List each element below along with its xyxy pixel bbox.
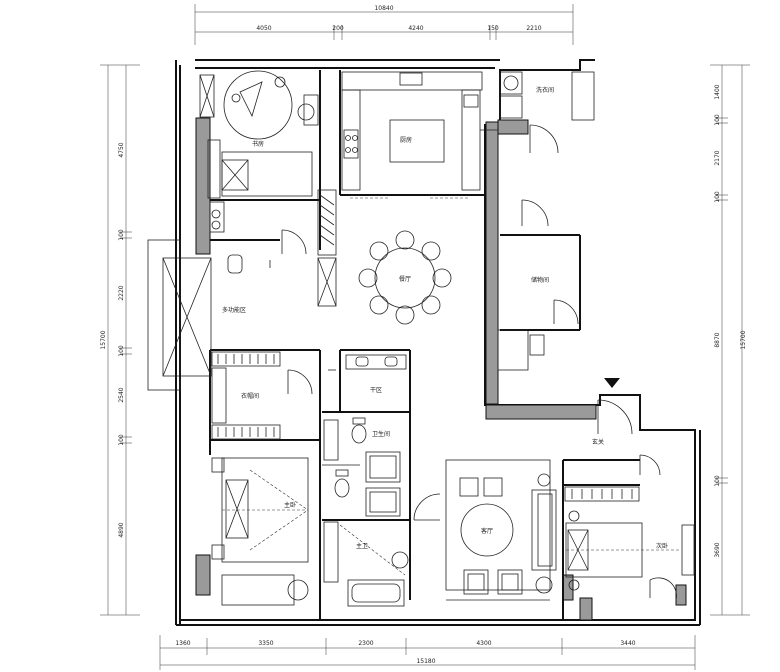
room-label-living: 客厅	[481, 527, 493, 535]
bedroom-2: 次卧	[564, 486, 695, 601]
multi-function: 多功能区	[222, 229, 307, 314]
dim-bottom-5: 3440	[620, 640, 635, 647]
master-bathroom: 主卫	[323, 521, 409, 607]
dim-left-total: 15700	[100, 330, 107, 349]
room-label-storage: 储物间	[531, 276, 549, 284]
entry: 玄关	[592, 378, 661, 476]
dim-top-1: 4050	[256, 25, 271, 32]
dim-right-3: 2170	[714, 150, 721, 165]
dim-bottom-4: 4300	[476, 640, 491, 647]
dimension-lines	[100, 4, 750, 670]
dining: 餐厅	[358, 230, 452, 325]
dim-left-4: 100	[118, 345, 125, 357]
room-label-powder: 干区	[370, 387, 382, 394]
room-label-dining: 餐厅	[399, 275, 411, 283]
window-bay-left	[147, 74, 215, 391]
dim-right-5: 8870	[714, 332, 721, 347]
room-label-kitchen: 厨房	[400, 136, 412, 144]
bathroom-1: 卫生间	[322, 417, 401, 517]
dim-bottom-1: 1360	[175, 640, 190, 647]
door-swings	[350, 129, 498, 199]
powder-room: 干区	[328, 354, 407, 394]
dim-bottom-3: 2300	[358, 640, 373, 647]
dim-right-7: 3690	[714, 542, 721, 557]
cloakroom: 衣帽间	[211, 351, 313, 440]
room-label-bedroom2: 次卧	[656, 542, 668, 550]
dim-top-2: 200	[332, 25, 344, 32]
dim-right-4: 100	[714, 191, 721, 203]
dim-right-2: 100	[714, 114, 721, 126]
dim-top-3: 4240	[408, 25, 423, 32]
dim-left-1: 4750	[118, 142, 125, 157]
storage-column	[317, 189, 337, 307]
room-label-bath1: 卫生间	[372, 430, 390, 438]
entrance-arrow-icon	[604, 378, 620, 388]
dim-right-total: 15700	[740, 330, 747, 349]
dim-top-4: 150	[487, 25, 499, 32]
laundry: 洗衣间	[499, 71, 595, 154]
room-label-multi: 多功能区	[222, 306, 246, 314]
dim-left-3: 2220	[118, 285, 125, 300]
room-label-cloakroom: 衣帽间	[241, 392, 259, 400]
room-label-master-bed: 主卧	[284, 501, 296, 509]
living-room: 客厅	[413, 459, 557, 601]
storage-room: 储物间	[497, 199, 579, 371]
master-bedroom: 主卧	[211, 457, 309, 606]
dim-left-2: 100	[118, 229, 125, 241]
room-label-laundry: 洗衣间	[536, 86, 554, 94]
study: 书房	[207, 70, 319, 233]
dim-right-1: 1400	[714, 84, 721, 99]
dimension-labels: 10840 4050 200 4240 150 2210 1360 3350 2…	[100, 5, 747, 665]
room-label-master-bath: 主卫	[356, 542, 368, 550]
dim-top-total: 10840	[374, 5, 393, 12]
dim-top-5: 2210	[526, 25, 541, 32]
dim-right-6: 100	[714, 475, 721, 487]
dim-left-5: 2540	[118, 387, 125, 402]
dim-bottom-total: 15180	[416, 658, 435, 665]
dim-left-7: 4890	[118, 522, 125, 537]
dim-bottom-2: 3350	[258, 640, 273, 647]
room-label-study: 书房	[252, 140, 264, 148]
dim-left-6: 100	[118, 434, 125, 446]
walls	[175, 59, 701, 626]
kitchen: 厨房	[341, 71, 483, 191]
room-label-entry: 玄关	[592, 438, 604, 446]
